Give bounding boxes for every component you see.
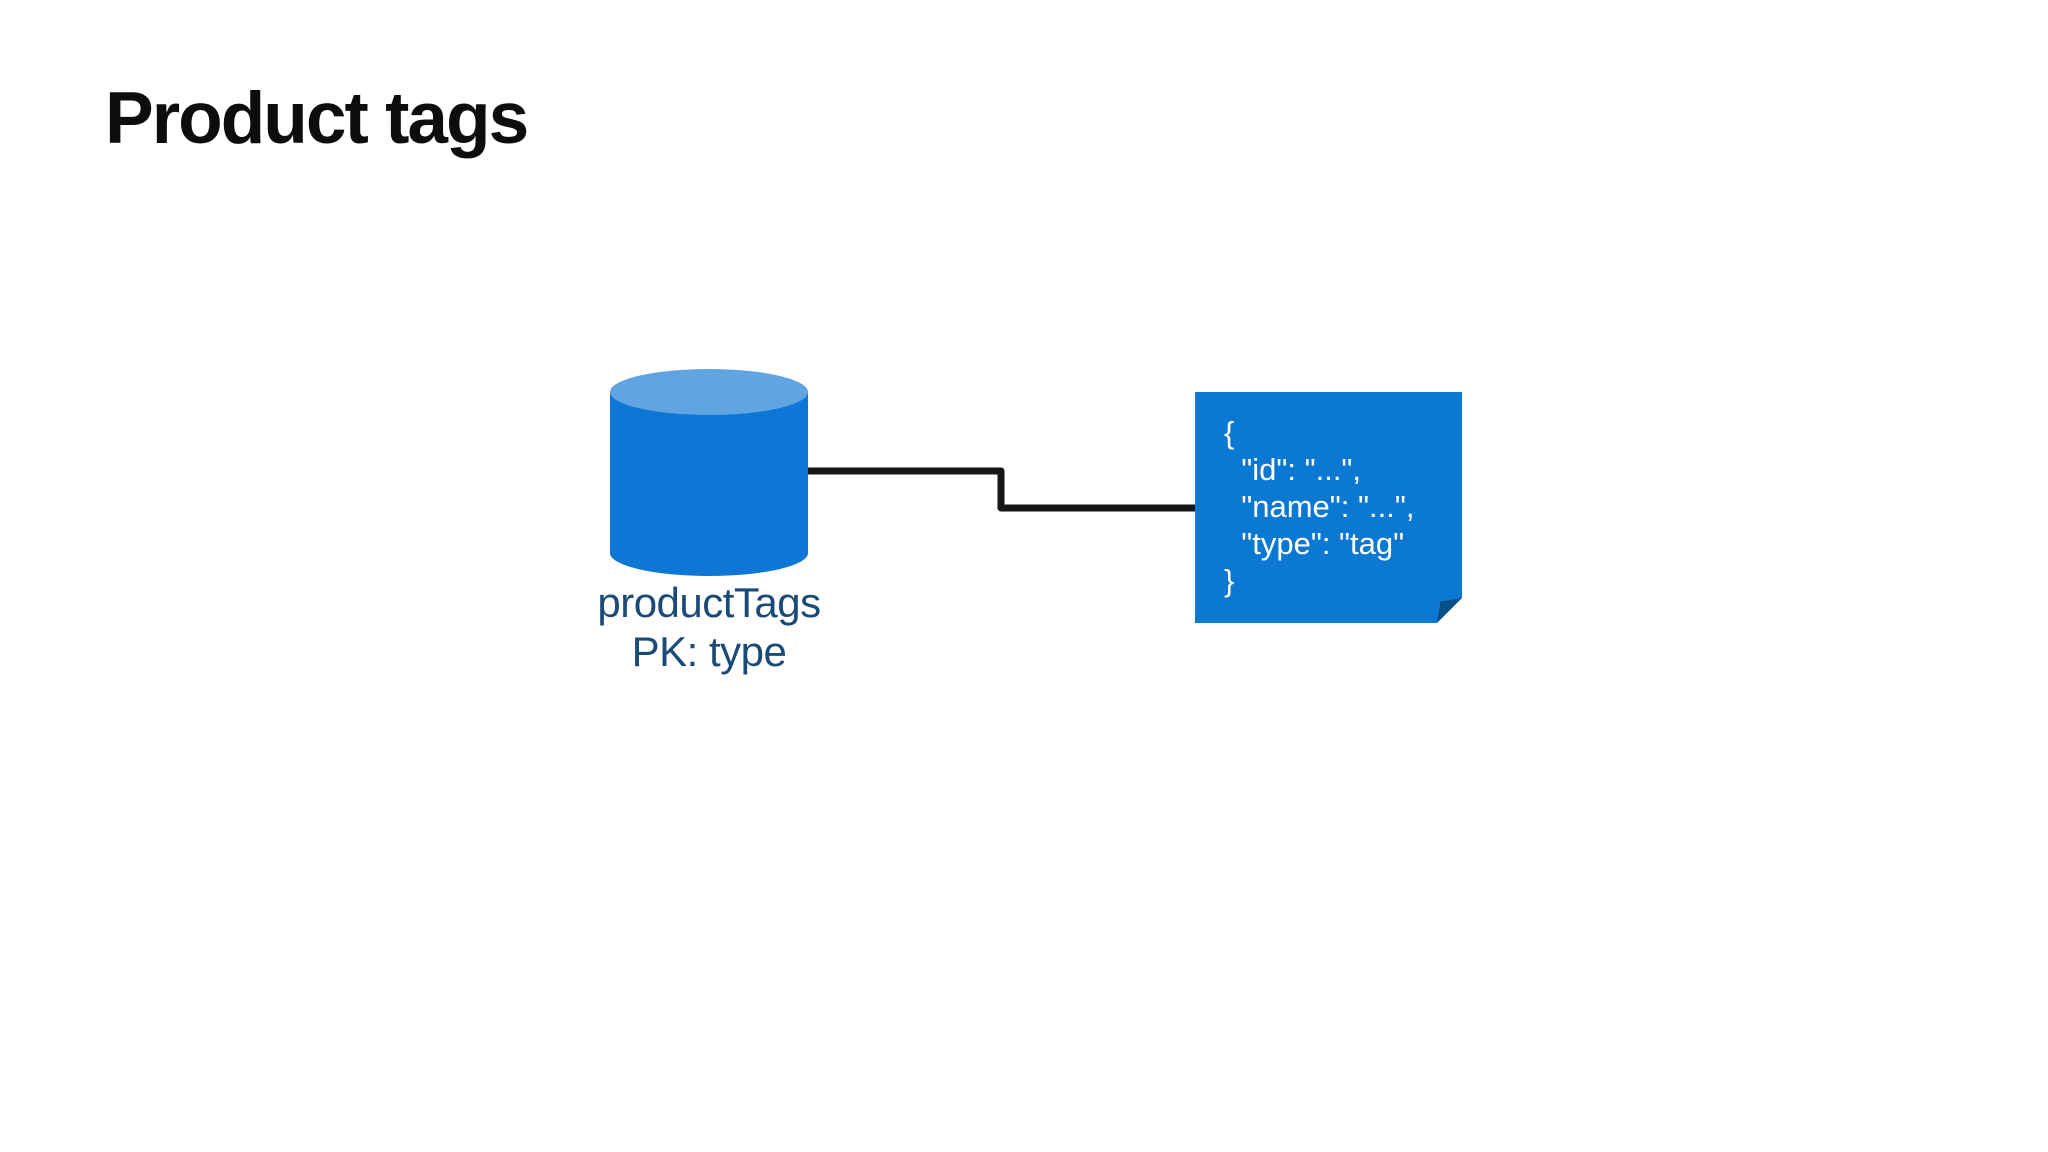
json-code-snippet: { "id": "...", "name": "...", "type": "t…	[1224, 415, 1415, 598]
database-cylinder-top-icon	[610, 369, 808, 415]
database-name: productTags	[597, 579, 821, 626]
slide-title: Product tags	[105, 78, 529, 159]
database-cylinder-icon	[610, 392, 808, 576]
database-label: productTags PK: type	[509, 578, 909, 676]
folded-corner-icon	[1437, 598, 1462, 623]
elbow-connector-path	[808, 467, 1197, 512]
database-partition-key: PK: type	[631, 628, 787, 675]
